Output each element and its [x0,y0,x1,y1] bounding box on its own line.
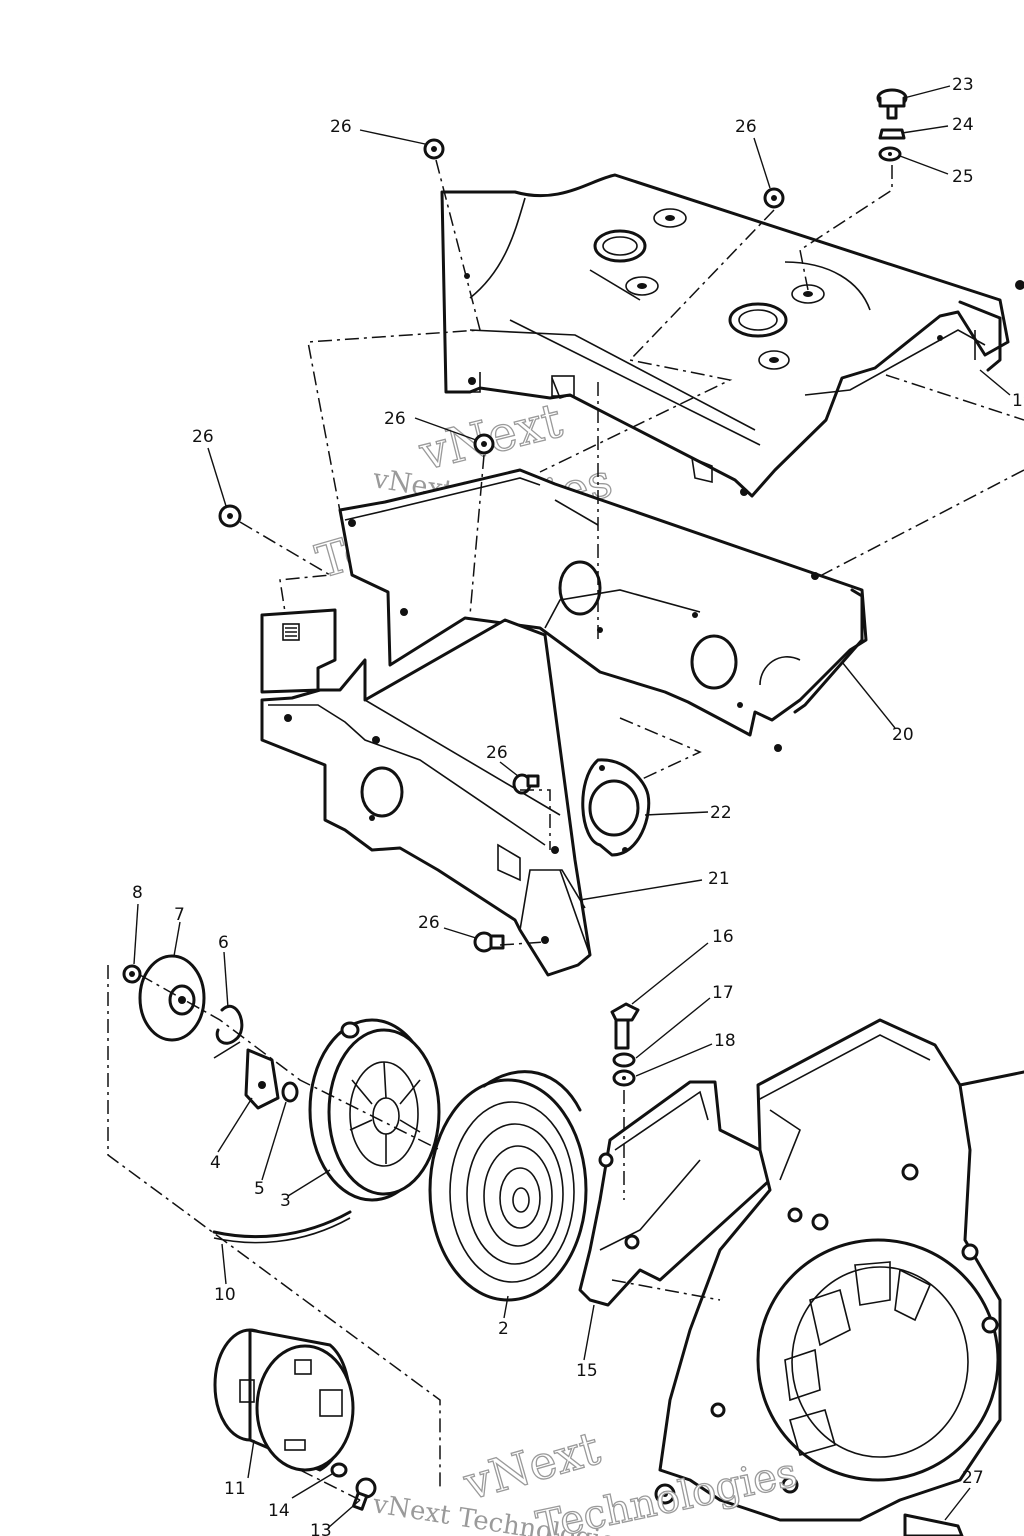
nut-26-d [218,504,242,528]
cup-screw-set [330,1462,377,1511]
pawl-spring [281,1081,299,1103]
callout-19: 19 [1012,391,1024,411]
callout-16: 16 [712,927,734,947]
callout-25: 25 [952,167,974,187]
callout-5: 5 [254,1179,265,1199]
starter-reel [308,1018,441,1202]
callout-8: 8 [132,883,143,903]
callout-18: 18 [714,1031,736,1051]
air-guide [338,468,868,752]
pulley-cover [138,954,206,1042]
callout-27: 27 [962,1468,984,1488]
assembly-lines [107,159,1024,1501]
bolt-26-e [512,773,540,795]
starter-cup [213,1328,355,1472]
callout-21: 21 [708,869,730,889]
callout-26-c: 26 [384,409,406,429]
starter-rope [212,1210,352,1244]
callout-11: 11 [224,1479,246,1499]
fan-housing [658,1018,1024,1522]
callout-23: 23 [952,75,974,95]
nut-26-c [473,433,495,455]
callout-26-e: 26 [486,743,508,763]
callout-26-b: 26 [735,117,757,137]
spring-clip [213,1005,244,1059]
bolt-26-f [473,931,505,953]
leader-lines [133,85,1011,1529]
callout-20: 20 [892,725,914,745]
callout-17: 17 [712,983,734,1003]
nut-26-b [763,187,785,209]
callout-13: 13 [310,1521,332,1536]
bolt-washer-set [876,88,908,162]
callout-3: 3 [280,1191,291,1211]
callout-7: 7 [174,905,185,925]
pawl [244,1048,280,1110]
callout-6: 6 [218,933,229,953]
guide-plate [260,608,592,977]
callout-2: 2 [498,1319,509,1339]
callout-26-f: 26 [418,913,440,933]
nut-26-a [423,138,445,160]
callout-14: 14 [268,1501,290,1521]
housing-bolt [654,1483,964,1536]
callout-26-d: 26 [192,427,214,447]
gasket [581,758,651,857]
callout-4: 4 [210,1153,221,1173]
callout-26-a: 26 [330,117,352,137]
callout-15: 15 [576,1361,598,1381]
callout-24: 24 [952,115,974,135]
callout-22: 22 [710,803,732,823]
callout-labels: 23 24 25 26 26 26 26 26 26 19 20 21 22 8… [132,75,1024,1536]
recoil-spring [428,1070,588,1302]
callout-10: 10 [214,1285,236,1305]
starter-nut [122,964,142,984]
bracket-bolt-set [610,1002,640,1087]
starter-bracket [578,1080,772,1307]
